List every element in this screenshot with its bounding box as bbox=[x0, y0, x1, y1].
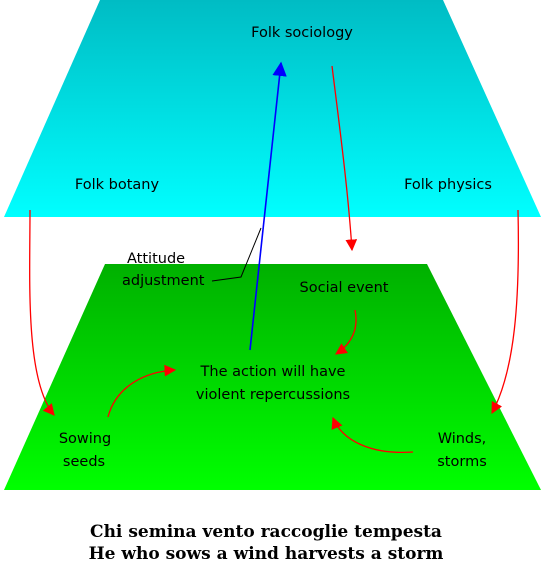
annotation-line-1: Attitude bbox=[127, 251, 185, 267]
label-folk-botany: Folk botany bbox=[75, 177, 160, 193]
annotation-line-2: adjustment bbox=[122, 273, 205, 289]
arrow-sowing-to-action bbox=[107, 364, 177, 418]
arrow-sociology-to-social-event bbox=[331, 65, 358, 252]
arrow-botany-to-sowing bbox=[29, 209, 55, 416]
label-winds-line-2: storms bbox=[437, 454, 487, 470]
arrow-social-event-to-action bbox=[335, 309, 357, 355]
arrow-winds-to-action bbox=[331, 416, 414, 454]
lower-plane bbox=[4, 264, 541, 490]
label-social-event: Social event bbox=[300, 280, 389, 296]
upper-plane bbox=[4, 0, 541, 217]
label-folk-sociology: Folk sociology bbox=[251, 25, 353, 41]
caption-italian: Chi semina vento raccoglie tempesta bbox=[90, 522, 442, 542]
label-action-line-1: The action will have bbox=[200, 364, 346, 380]
label-action-line-2: violent repercussions bbox=[196, 387, 350, 403]
annotation-leader-line bbox=[211, 227, 262, 282]
label-sowing-line-1: Sowing bbox=[59, 431, 111, 447]
label-folk-physics: Folk physics bbox=[404, 177, 492, 193]
caption-english: He who sows a wind harvests a storm bbox=[89, 544, 444, 564]
arrow-action-to-sociology bbox=[249, 61, 287, 351]
label-winds-line-1: Winds, bbox=[438, 431, 487, 447]
label-sowing-line-2: seeds bbox=[63, 454, 105, 470]
arrow-physics-to-winds bbox=[491, 209, 520, 415]
